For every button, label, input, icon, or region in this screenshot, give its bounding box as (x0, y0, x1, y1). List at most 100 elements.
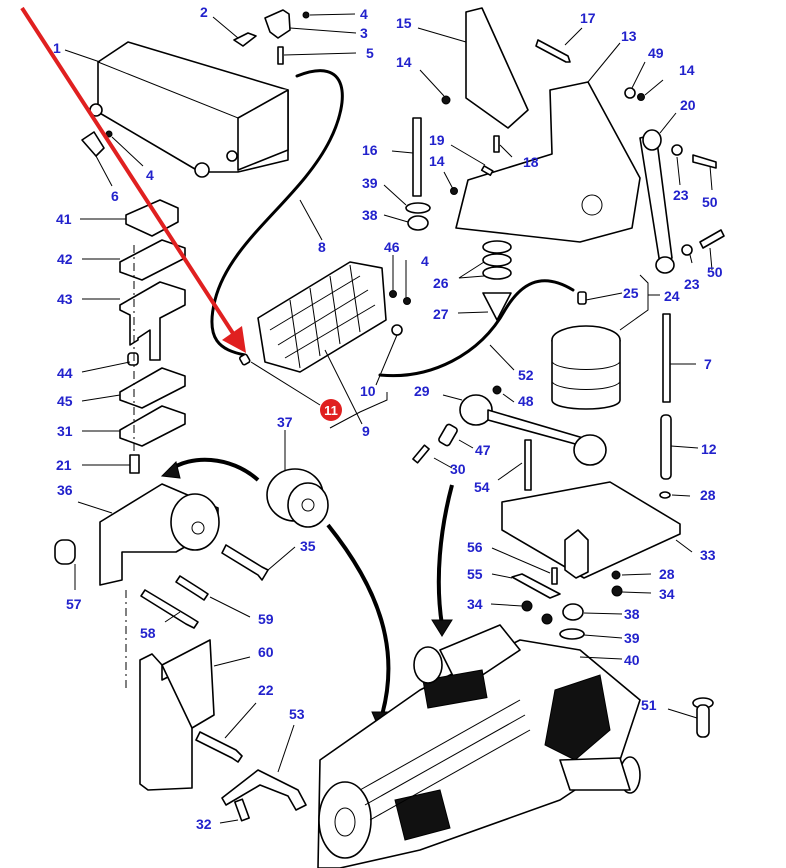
callout-17[interactable]: 17 (580, 10, 596, 26)
callout-60[interactable]: 60 (258, 644, 274, 660)
callout-45[interactable]: 45 (57, 393, 73, 409)
highlight-badge (320, 399, 342, 421)
callout-10[interactable]: 10 (360, 383, 376, 399)
callout-59[interactable]: 59 (258, 611, 274, 627)
callout-37[interactable]: 37 (277, 414, 293, 430)
callout-4[interactable]: 4 (421, 253, 429, 269)
callout-39[interactable]: 39 (624, 630, 640, 646)
callout-14[interactable]: 14 (396, 54, 412, 70)
callout-1[interactable]: 1 (53, 40, 61, 56)
part-27-cone (482, 292, 512, 321)
callout-57[interactable]: 57 (66, 596, 82, 612)
callout-38[interactable]: 38 (362, 207, 378, 223)
callout-58[interactable]: 58 (140, 625, 156, 641)
part-10-fitting (391, 324, 403, 336)
callout-48[interactable]: 48 (518, 393, 534, 409)
callout-34[interactable]: 34 (467, 596, 483, 612)
arrow-head (160, 461, 181, 479)
part-39-washer (405, 202, 431, 214)
callout-28[interactable]: 28 (659, 566, 675, 582)
callout-4[interactable]: 4 (360, 6, 368, 22)
callout-34[interactable]: 34 (659, 586, 675, 602)
part-37-bushing (266, 468, 329, 528)
callout-50[interactable]: 50 (707, 264, 723, 280)
leader-lines (64, 13, 713, 824)
part-34-nut (541, 613, 553, 625)
callout-55[interactable]: 55 (467, 566, 483, 582)
callout-23[interactable]: 23 (684, 276, 700, 292)
callout-42[interactable]: 42 (57, 251, 73, 267)
callout-22[interactable]: 22 (258, 682, 274, 698)
callout-53[interactable]: 53 (289, 706, 305, 722)
callout-27[interactable]: 27 (433, 306, 449, 322)
callout-33[interactable]: 33 (700, 547, 716, 563)
callout-14[interactable]: 14 (679, 62, 695, 78)
transmission-assembly (317, 624, 641, 868)
part-14-nut (637, 93, 645, 101)
callout-12[interactable]: 12 (701, 441, 717, 457)
callout-52[interactable]: 52 (518, 367, 534, 383)
callout-21[interactable]: 21 (56, 457, 72, 473)
callout-41[interactable]: 41 (56, 211, 72, 227)
callout-51[interactable]: 51 (641, 697, 657, 713)
callout-9[interactable]: 9 (362, 423, 370, 439)
callout-24[interactable]: 24 (664, 288, 680, 304)
callout-18[interactable]: 18 (523, 154, 539, 170)
callout-26[interactable]: 26 (433, 275, 449, 291)
part-60-plate (125, 590, 215, 791)
highlighted-callout-11[interactable]: 11 (320, 399, 342, 421)
callout-23[interactable]: 23 (673, 187, 689, 203)
callout-50[interactable]: 50 (702, 194, 718, 210)
callout-3[interactable]: 3 (360, 25, 368, 41)
callout-30[interactable]: 30 (450, 461, 466, 477)
callout-49[interactable]: 49 (648, 45, 664, 61)
part-50-bolt (699, 229, 725, 249)
callout-39[interactable]: 39 (362, 175, 378, 191)
callout-15[interactable]: 15 (396, 15, 412, 31)
callout-40[interactable]: 40 (624, 652, 640, 668)
part-9-valve-assembly (257, 261, 387, 373)
part-20-shock-absorber (639, 129, 675, 274)
part-23-washer (681, 244, 693, 256)
callout-38[interactable]: 38 (624, 606, 640, 622)
part-14-nut (441, 95, 451, 105)
part-23-washer (671, 144, 683, 156)
callout-20[interactable]: 20 (680, 97, 696, 113)
callout-29[interactable]: 29 (414, 383, 430, 399)
callout-16[interactable]: 16 (362, 142, 378, 158)
callout-35[interactable]: 35 (300, 538, 316, 554)
part-24-air-spring (551, 325, 621, 410)
callout-4[interactable]: 4 (146, 167, 154, 183)
callout-43[interactable]: 43 (57, 291, 73, 307)
callout-47[interactable]: 47 (475, 442, 491, 458)
part-57-spacer (54, 539, 76, 565)
arrow-head (431, 619, 453, 637)
part-38-bushing (562, 603, 584, 621)
callout-31[interactable]: 31 (57, 423, 73, 439)
callout-54[interactable]: 54 (474, 479, 490, 495)
highlight-pointer-arrow[interactable] (20, 6, 246, 353)
callout-2[interactable]: 2 (200, 4, 208, 20)
callout-36[interactable]: 36 (57, 482, 73, 498)
callout-56[interactable]: 56 (467, 539, 483, 555)
arrow-30-to-transmission (436, 484, 454, 626)
arrow-37-to-transmission (326, 523, 391, 716)
callout-5[interactable]: 5 (366, 45, 374, 61)
callout-19[interactable]: 19 (429, 132, 445, 148)
part-47-sleeve (438, 423, 458, 447)
part-17-bolt (535, 39, 571, 63)
callout-13[interactable]: 13 (621, 28, 637, 44)
callout-6[interactable]: 6 (111, 188, 119, 204)
callout-25[interactable]: 25 (623, 285, 639, 301)
part-46-nut (389, 290, 397, 298)
callout-28[interactable]: 28 (700, 487, 716, 503)
callout-44[interactable]: 44 (57, 365, 73, 381)
callout-46[interactable]: 46 (384, 239, 400, 255)
part-11-fitting[interactable] (238, 353, 251, 366)
callout-32[interactable]: 32 (196, 816, 212, 832)
part-12-tube (660, 414, 672, 480)
part-49-washer (624, 87, 636, 99)
callout-7[interactable]: 7 (704, 356, 712, 372)
callout-14[interactable]: 14 (429, 153, 445, 169)
callout-8[interactable]: 8 (318, 239, 326, 255)
